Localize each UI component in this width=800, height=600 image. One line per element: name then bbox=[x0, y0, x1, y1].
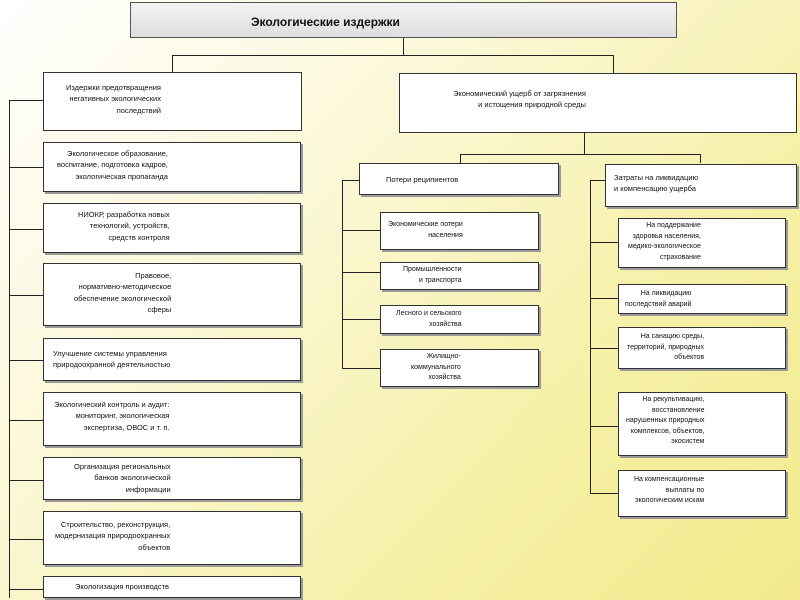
economic-damage-box: Экономический ущерб от загрязнения и ист… bbox=[399, 73, 797, 133]
prevention-item-label: Правовое, нормативно-методическое обеспе… bbox=[74, 271, 172, 314]
connector-line bbox=[342, 272, 380, 273]
compensation-item: На ликвидацию последствий аварий bbox=[618, 284, 786, 314]
prevention-item: Улучшение системы управления природоохра… bbox=[43, 338, 301, 381]
liquidation-costs-label: Затраты на ликвидацию и компенсацию ущер… bbox=[614, 173, 699, 194]
recipient-item-label: Промышленности и транспорта bbox=[403, 266, 462, 284]
diagram-title: Экологические издержки bbox=[251, 15, 400, 29]
connector-line bbox=[460, 154, 461, 163]
connector-line bbox=[342, 230, 380, 231]
connector-line bbox=[342, 180, 359, 181]
prevention-item-label: Строительство, реконструкция, модернизац… bbox=[55, 520, 171, 552]
connector-line bbox=[172, 55, 173, 72]
connector-line bbox=[9, 229, 43, 230]
connector-line bbox=[9, 539, 43, 540]
prevention-item: НИОКР, разработка новых технологий, устр… bbox=[43, 203, 301, 253]
compensation-item: На санацию среды, территорий, природных … bbox=[618, 327, 786, 369]
compensation-item-label: На ликвидацию последствий аварий bbox=[625, 290, 692, 308]
connector-line bbox=[342, 319, 380, 320]
prevention-item: Правовое, нормативно-методическое обеспе… bbox=[43, 263, 301, 326]
recipient-item-label: Лесного и сельского хозяйства bbox=[396, 310, 462, 328]
recipient-item: Промышленности и транспорта bbox=[380, 262, 539, 290]
prevention-item-label: Улучшение системы управления природоохра… bbox=[53, 349, 171, 370]
connector-line bbox=[590, 242, 618, 243]
connector-line bbox=[9, 420, 43, 421]
prevention-item: Организация региональных банков экологич… bbox=[43, 457, 301, 500]
connector-line bbox=[590, 180, 591, 493]
compensation-item-label: На поддержание здоровья населения, медик… bbox=[628, 222, 701, 261]
prevention-costs-box: Издержки предотвращения негативных эколо… bbox=[43, 72, 302, 131]
connector-line bbox=[342, 180, 343, 368]
recipient-item: Экономические потери населения bbox=[380, 212, 539, 250]
prevention-item: Строительство, реконструкция, модернизац… bbox=[43, 511, 301, 565]
compensation-item: На компенсационные выплаты по экологичес… bbox=[618, 470, 786, 517]
connector-line bbox=[590, 180, 605, 181]
prevention-item-label: Организация региональных банков экологич… bbox=[74, 462, 171, 494]
recipient-item-label: Жилищно- коммунального хозяйства bbox=[411, 353, 461, 381]
prevention-item-label: НИОКР, разработка новых технологий, устр… bbox=[78, 210, 170, 242]
prevention-item: Экологизация производств bbox=[43, 576, 301, 598]
connector-line bbox=[403, 38, 404, 55]
prevention-costs-label: Издержки предотвращения негативных эколо… bbox=[66, 83, 161, 115]
diagram-title-box: Экологические издержки bbox=[130, 2, 677, 38]
connector-line bbox=[172, 55, 614, 56]
connector-line bbox=[584, 133, 585, 154]
prevention-item: Экологический контроль и аудит: монитори… bbox=[43, 392, 301, 446]
compensation-item-label: На рекультивацию, восстановление нарушен… bbox=[626, 396, 705, 445]
connector-line bbox=[9, 589, 43, 590]
liquidation-costs-box: Затраты на ликвидацию и компенсацию ущер… bbox=[605, 164, 797, 207]
connector-line bbox=[9, 295, 43, 296]
connector-line bbox=[9, 100, 10, 598]
recipient-item-label: Экономические потери населения bbox=[388, 221, 463, 239]
prevention-item-label: Экологический контроль и аудит: монитори… bbox=[54, 400, 170, 432]
recipient-item: Лесного и сельского хозяйства bbox=[380, 305, 539, 334]
connector-line bbox=[9, 360, 43, 361]
compensation-item-label: На санацию среды, территорий, природных … bbox=[627, 333, 705, 361]
prevention-item-label: Экологизация производств bbox=[75, 582, 170, 591]
connector-line bbox=[590, 298, 618, 299]
connector-line bbox=[9, 167, 43, 168]
connector-line bbox=[590, 426, 618, 427]
connector-line bbox=[9, 100, 43, 101]
connector-line bbox=[9, 480, 43, 481]
connector-line bbox=[590, 493, 618, 494]
connector-line bbox=[590, 348, 618, 349]
recipient-item: Жилищно- коммунального хозяйства bbox=[380, 349, 539, 387]
connector-line bbox=[460, 154, 700, 155]
recipients-losses-label: Потери реципиентов bbox=[386, 175, 459, 184]
compensation-item: На поддержание здоровья населения, медик… bbox=[618, 218, 786, 268]
compensation-item: На рекультивацию, восстановление нарушен… bbox=[618, 392, 786, 456]
prevention-item-label: Экологическое образование, воспитание, п… bbox=[57, 149, 168, 181]
connector-line bbox=[342, 368, 380, 369]
economic-damage-label: Экономический ущерб от загрязнения и ист… bbox=[453, 89, 586, 110]
prevention-item: Экологическое образование, воспитание, п… bbox=[43, 142, 301, 192]
connector-line bbox=[700, 154, 701, 163]
recipients-losses-box: Потери реципиентов bbox=[359, 163, 559, 195]
compensation-item-label: На компенсационные выплаты по экологичес… bbox=[634, 476, 705, 504]
connector-line bbox=[613, 55, 614, 73]
